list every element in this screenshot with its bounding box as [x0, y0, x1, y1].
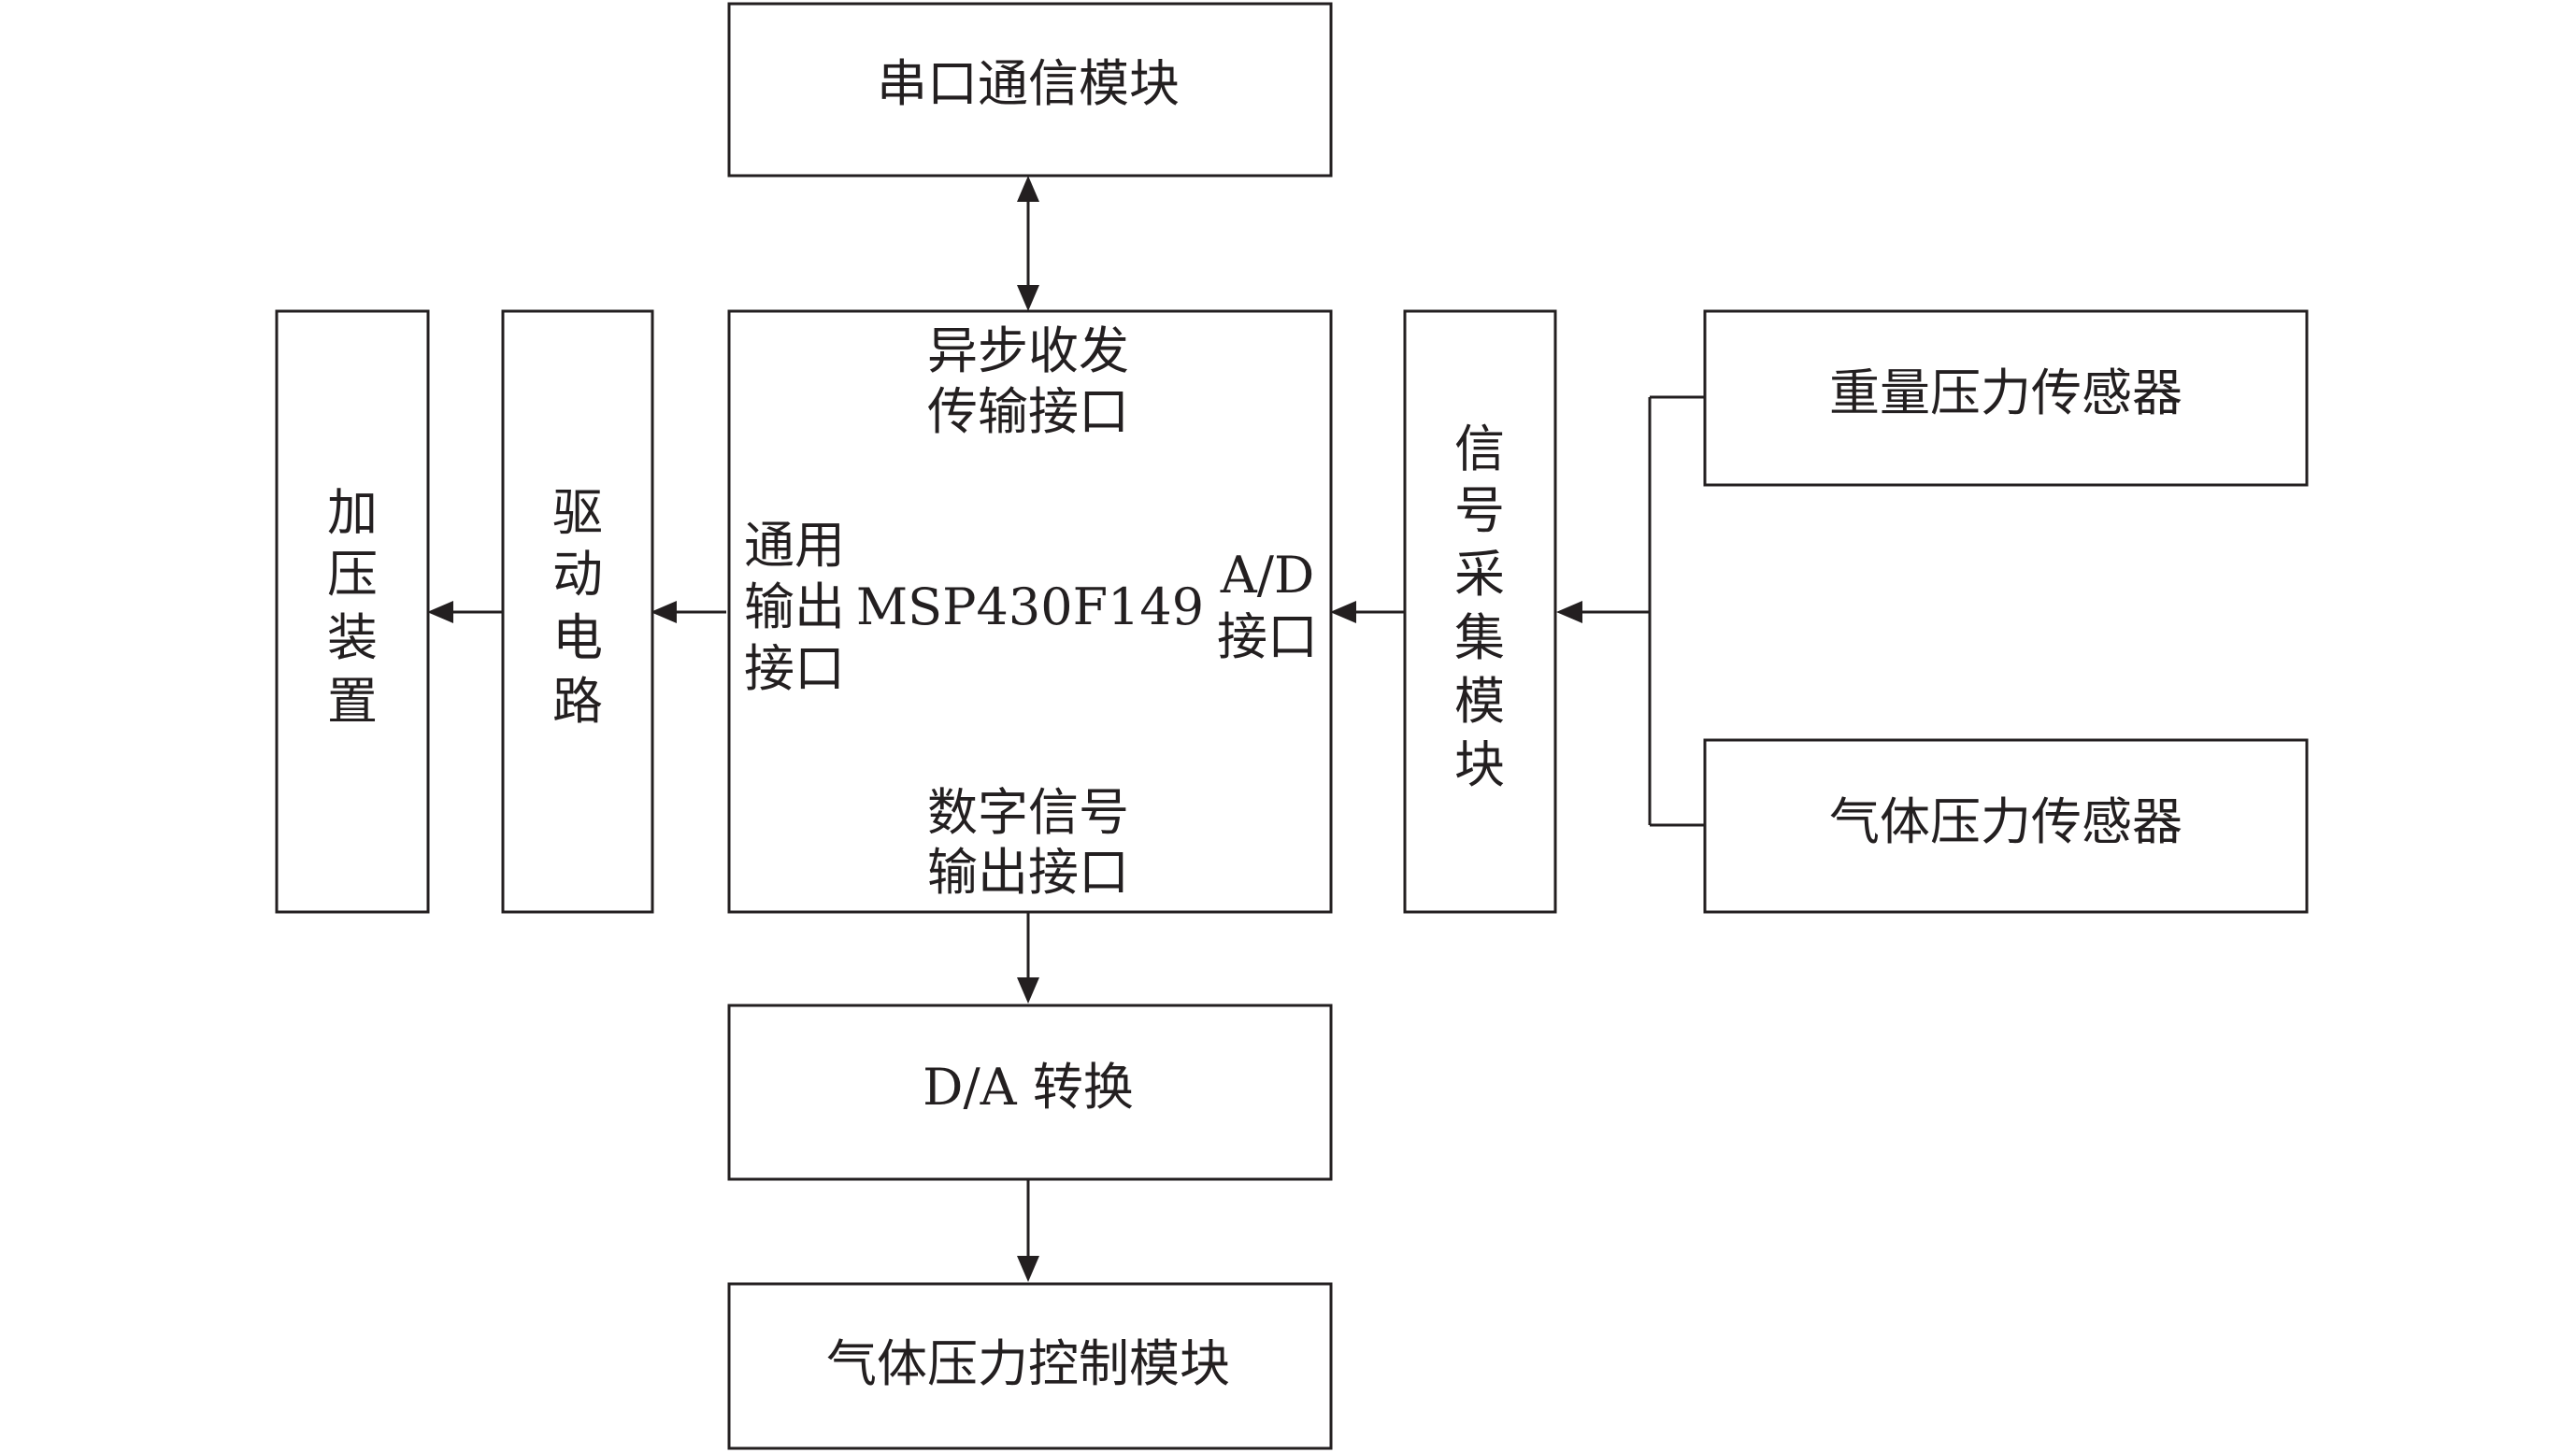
pressurizer-char-4: 置: [327, 672, 378, 731]
signal-acquisition-block: 信 号 采 集 模 块: [1403, 309, 1557, 914]
adc-port-label-line2: 接口: [1217, 607, 1318, 666]
acquisition-char-5: 模: [1454, 672, 1505, 731]
serial-mcu-connector: [1017, 176, 1039, 311]
adc-port-label-line1: A/D: [1220, 546, 1315, 605]
gas-pressure-sensor: 气体压力传感器: [1703, 738, 2309, 914]
sensors-to-acquisition-connector: [1556, 395, 1704, 827]
gpio-port-label-line1: 通用: [744, 516, 845, 575]
gas-pressure-sensor-label: 气体压力传感器: [1829, 792, 2182, 851]
driver-char-1: 驱: [552, 483, 603, 542]
gas-pressure-control-label: 气体压力控制模块: [826, 1334, 1230, 1393]
driver-to-pressurizer-arrow: [427, 601, 502, 623]
digital-out-port-label-line2: 输出接口: [927, 843, 1129, 902]
uart-port-label-line1: 异步收发: [927, 321, 1129, 380]
uart-port-label-line2: 传输接口: [927, 382, 1129, 441]
mcu-to-driver-arrow: [651, 601, 726, 623]
driver-char-4: 路: [552, 672, 603, 731]
gas-pressure-control-module: 气体压力控制模块: [727, 1282, 1333, 1450]
da-converter-label: D/A 转换: [923, 1058, 1134, 1117]
da-to-gas-control-arrow: [1017, 1179, 1039, 1282]
da-converter-block: D/A 转换: [727, 1004, 1333, 1181]
mcu-name-label: MSP430F149: [856, 577, 1204, 636]
serial-comm-module-label: 串口通信模块: [877, 54, 1180, 113]
driver-char-3: 电: [552, 608, 603, 667]
driver-circuit-block: 驱 动 电 路: [501, 309, 654, 914]
pressurizer-char-1: 加: [327, 483, 378, 542]
acquisition-char-4: 集: [1454, 608, 1505, 667]
weight-pressure-sensor-label: 重量压力传感器: [1829, 363, 2182, 422]
pressurizer-char-2: 压: [327, 545, 378, 604]
pressurizer-char-3: 装: [327, 608, 378, 667]
pressurizer-block: 加 压 装 置: [275, 309, 430, 914]
weight-pressure-sensor: 重量压力传感器: [1703, 309, 2309, 487]
acquisition-char-1: 信: [1454, 420, 1505, 478]
acquisition-to-mcu-arrow: [1330, 601, 1404, 623]
acquisition-char-3: 采: [1454, 545, 1505, 604]
mcu-to-da-arrow: [1017, 912, 1039, 1004]
serial-comm-module: 串口通信模块: [727, 2, 1333, 178]
mcu-block: 异步收发 传输接口 通用 输出 接口 MSP430F149 A/D 接口 数字信…: [727, 309, 1333, 914]
acquisition-char-6: 块: [1454, 735, 1505, 794]
gpio-port-label-line3: 接口: [744, 639, 845, 698]
driver-char-2: 动: [552, 545, 603, 604]
digital-out-port-label-line1: 数字信号: [927, 783, 1129, 842]
gpio-port-label-line2: 输出: [744, 577, 845, 636]
acquisition-char-2: 号: [1454, 481, 1505, 540]
